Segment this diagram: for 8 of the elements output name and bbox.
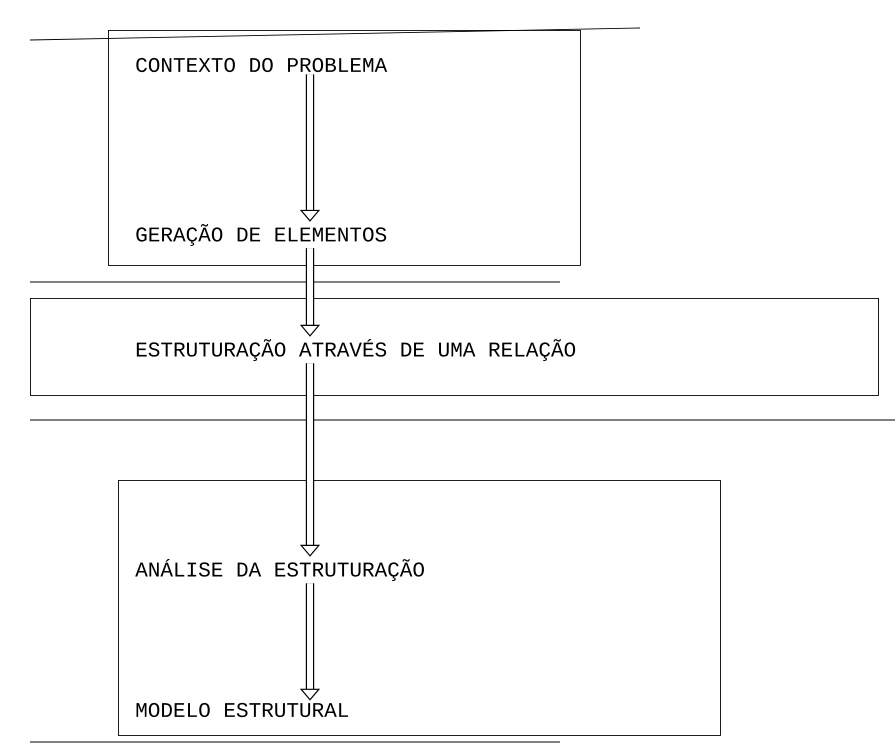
group-box [108,30,581,266]
step-label: ANÁLISE DA ESTRUTURAÇÃO [135,559,424,582]
step-label: MODELO ESTRUTURAL [136,702,348,718]
group-box [30,298,879,396]
step-label: ESTRUTURAÇÃO ATRAVÉS DE UMA RELAÇÃO [136,339,576,361]
step-label: GERAÇÃO DE ELEMENTOS [136,224,386,246]
step-label: CONTEXTO DO PROBLEMA [136,58,388,72]
group-box [118,480,721,736]
